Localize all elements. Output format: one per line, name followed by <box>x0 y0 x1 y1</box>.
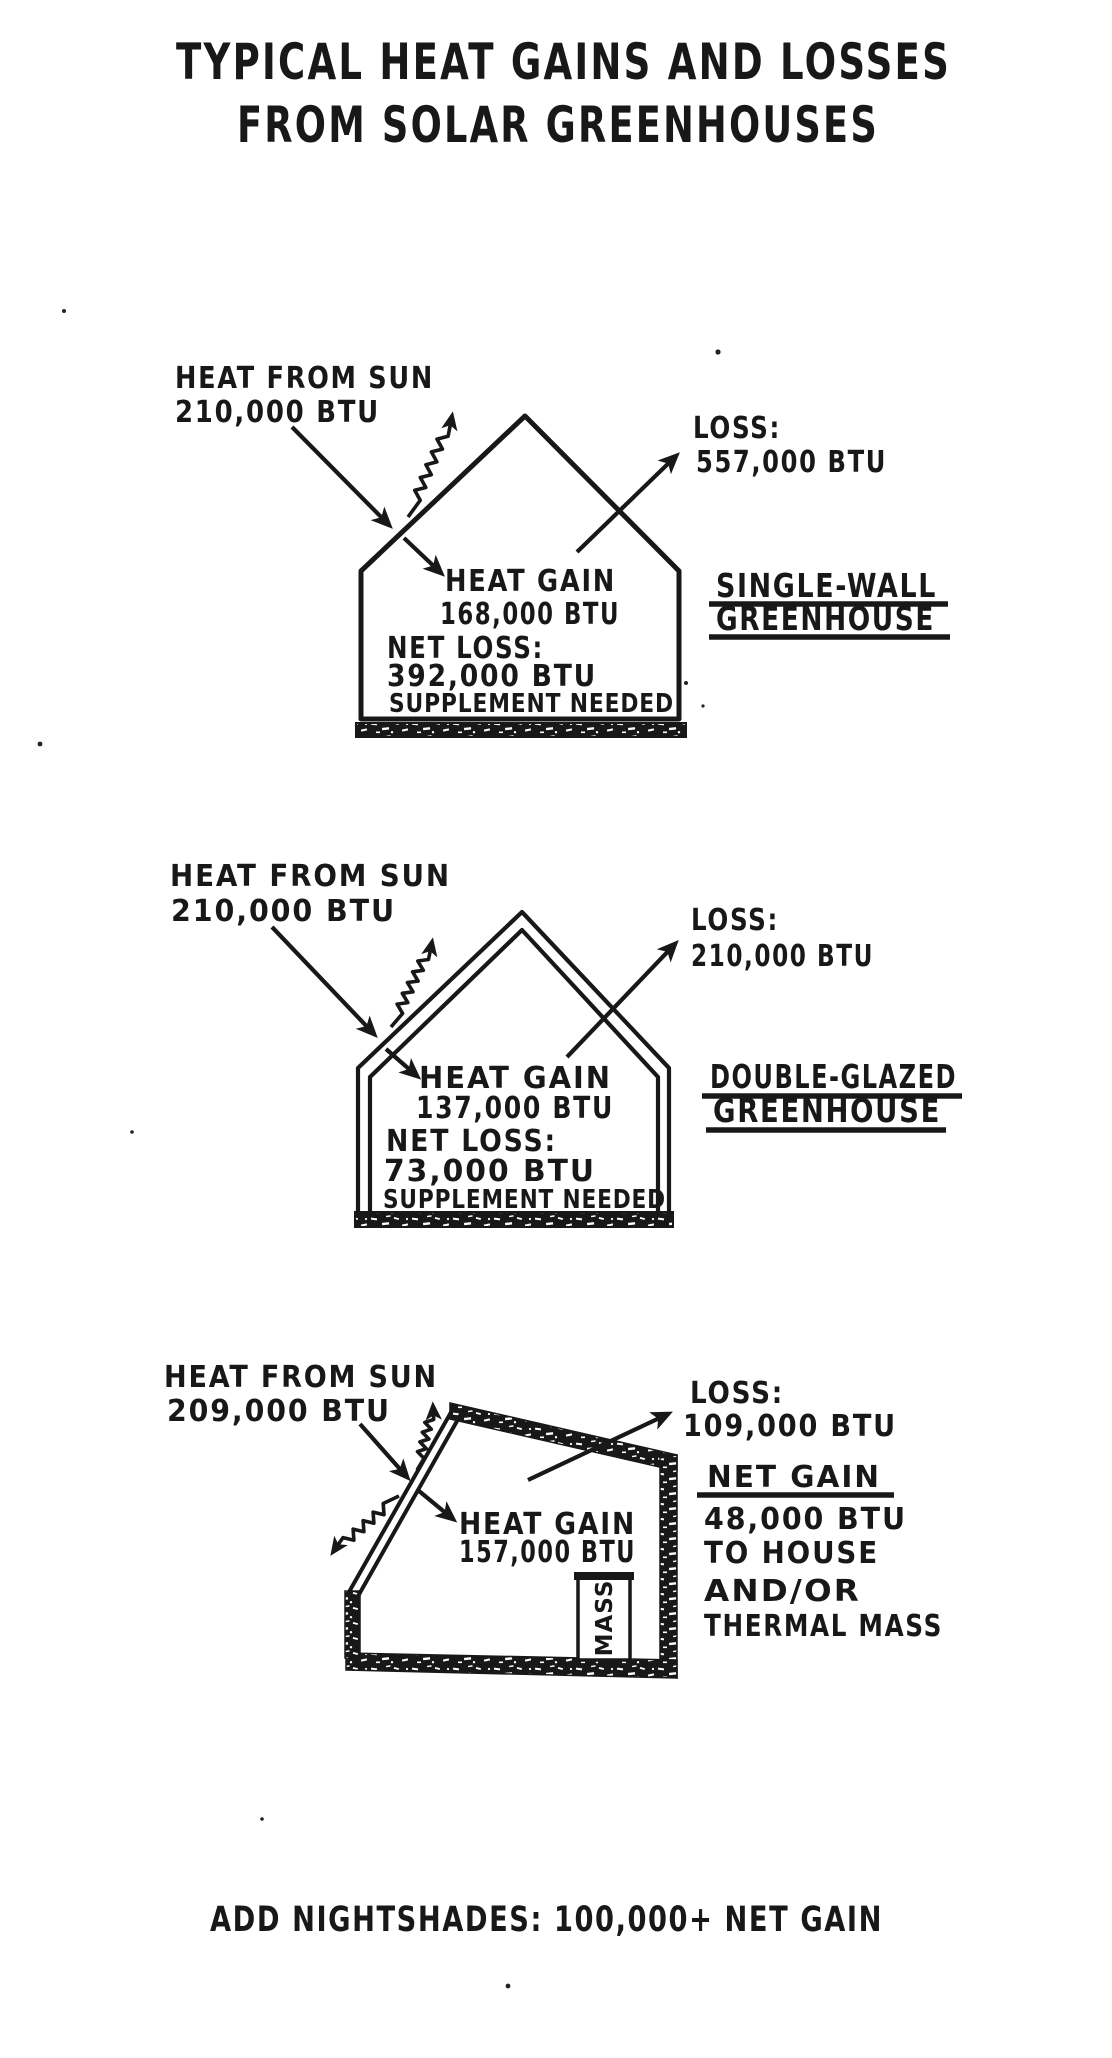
heat-from-sun-value: 210,000 BTU <box>175 395 380 430</box>
net-gain-value: 48,000 BTU <box>704 1502 907 1537</box>
heat-gain-arrow <box>417 1489 458 1523</box>
insulated-top-wall <box>449 1402 678 1472</box>
loss-label: LOSS: <box>690 1376 784 1411</box>
net-gain-label: NET GAIN <box>707 1460 881 1495</box>
diagram-single-wall: HEAT FROM SUN 210,000 BTU LOSS: 557,000 … <box>175 361 950 738</box>
supplement-needed-label: SUPPLEMENT NEEDED <box>389 689 674 719</box>
ground-hatch <box>355 722 687 738</box>
net-gain-to-house: TO HOUSE <box>704 1536 879 1571</box>
net-loss-label: NET LOSS: <box>386 1124 557 1159</box>
diagram-solar-thermal-mass: MASS HEAT FROM SUN 209,000 BTU LOSS: 109… <box>164 1360 943 1680</box>
glazing-outer-line <box>347 1405 456 1594</box>
greenhouse-outline-outer <box>355 909 672 1224</box>
greenhouse-type-name-line2: GREENHOUSE <box>713 1091 941 1130</box>
greenhouse-outline-inner <box>367 927 661 1211</box>
scan-specks <box>37 309 721 1989</box>
loss-label: LOSS: <box>693 411 781 446</box>
reflected-heat-squiggle-arrow <box>406 411 458 519</box>
net-loss-value: 392,000 BTU <box>387 659 597 694</box>
heat-gain-arrow <box>402 536 445 577</box>
insulated-left-stub-wall <box>344 1590 361 1663</box>
glazing-inner-line <box>355 1412 463 1600</box>
heat-gain-label: HEAT GAIN <box>459 1507 636 1542</box>
insulated-right-wall <box>659 1454 678 1680</box>
reflected-heat-squiggle-arrow <box>389 937 438 1029</box>
heat-from-sun-value: 209,000 BTU <box>167 1394 391 1429</box>
net-gain-and-or: AND/OR <box>704 1574 861 1609</box>
heat-from-sun-label: HEAT FROM SUN <box>164 1360 438 1395</box>
net-loss-label: NET LOSS: <box>387 631 544 666</box>
loss-value: 557,000 BTU <box>696 445 887 480</box>
net-gain-thermal-mass: THERMAL MASS <box>704 1609 943 1644</box>
heat-gain-arrow <box>384 1047 422 1080</box>
heat-gain-label: HEAT GAIN <box>419 1061 612 1096</box>
sun-arrow <box>290 425 393 529</box>
loss-value: 210,000 BTU <box>691 939 874 974</box>
reflected-heat-squiggle-arrow-down <box>330 1494 400 1556</box>
sun-arrow <box>270 925 378 1038</box>
page-title-line2: FROM SOLAR GREENHOUSES <box>237 96 879 154</box>
heat-gain-value: 157,000 BTU <box>459 1535 636 1570</box>
supplement-needed-label: SUPPLEMENT NEEDED <box>383 1185 666 1215</box>
greenhouse-type-name-line1: DOUBLE-GLAZED <box>710 1057 957 1096</box>
heat-from-sun-label: HEAT FROM SUN <box>175 361 434 396</box>
ground-hatch <box>354 1211 674 1228</box>
greenhouse-outline-single-wall <box>358 413 682 722</box>
heat-gain-label: HEAT GAIN <box>445 564 616 599</box>
mass-label: MASS <box>592 1580 618 1657</box>
loss-arrow <box>575 452 680 554</box>
diagram-double-glazed: HEAT FROM SUN 210,000 BTU LOSS: 210,000 … <box>170 859 962 1228</box>
loss-arrow <box>527 1411 673 1482</box>
sun-arrow <box>358 1422 411 1482</box>
reflected-heat-squiggle-arrow-up <box>415 1401 442 1471</box>
loss-value: 109,000 BTU <box>683 1409 897 1444</box>
heat-gain-value: 137,000 BTU <box>416 1091 614 1126</box>
loss-arrow <box>565 940 679 1059</box>
greenhouse-type-name-line2: GREENHOUSE <box>716 599 935 638</box>
heat-from-sun-value: 210,000 BTU <box>171 894 396 929</box>
heat-gain-value: 168,000 BTU <box>440 597 620 632</box>
footer-note: ADD NIGHTSHADES: 100,000+ NET GAIN <box>210 1900 883 1940</box>
greenhouse-type-name-line1: SINGLE-WALL <box>716 566 937 605</box>
heat-from-sun-label: HEAT FROM SUN <box>170 859 451 894</box>
page-title-line1: TYPICAL HEAT GAINS AND LOSSES <box>176 33 951 91</box>
loss-label: LOSS: <box>691 903 779 938</box>
net-loss-value: 73,000 BTU <box>384 1154 596 1189</box>
